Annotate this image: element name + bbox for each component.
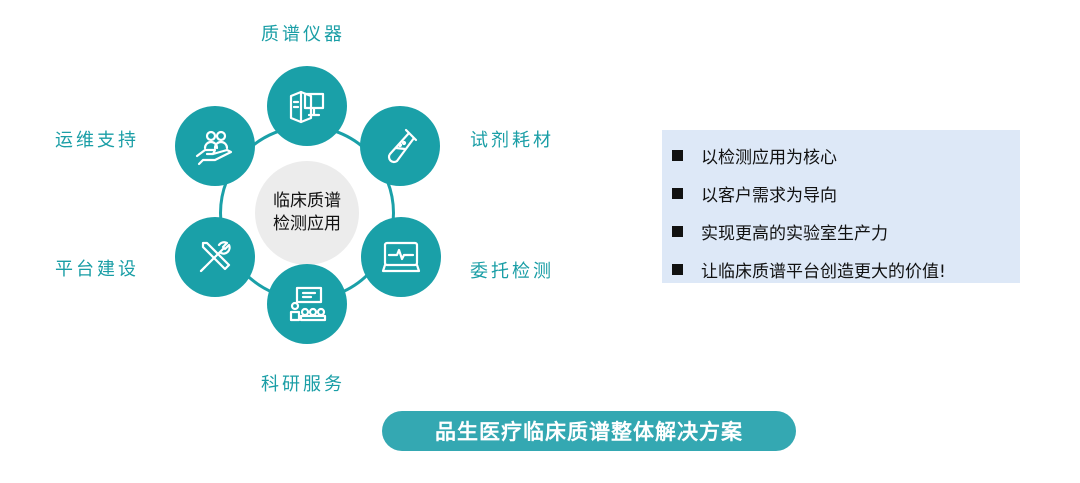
label-platform: 平台建设 [55, 259, 139, 280]
solution-banner: 品生医疗临床质谱整体解决方案 [382, 411, 796, 451]
presentation-audience-icon [289, 286, 327, 322]
key-point-text: 实现更高的实验室生产力 [701, 223, 888, 244]
key-point: 以客户需求为导向 [672, 174, 1020, 212]
center-title-line2: 检测应用 [273, 214, 341, 234]
node-research [267, 264, 347, 344]
label-reagents: 试剂耗材 [470, 130, 554, 151]
bullet-square-icon [672, 187, 683, 199]
tools-icon [199, 241, 231, 273]
label-instrument: 质谱仪器 [261, 24, 345, 45]
key-points-box: 以检测应用为核心 以客户需求为导向 实现更高的实验室生产力 让临床质谱平台创造更… [662, 130, 1020, 283]
key-point: 以检测应用为核心 [672, 136, 1020, 174]
bullet-square-icon [672, 263, 683, 275]
computer-icon [289, 90, 325, 124]
node-instrument [267, 66, 347, 146]
test-tube-icon [387, 128, 418, 164]
node-maintenance [175, 106, 255, 186]
bullet-square-icon [672, 225, 683, 237]
bullet-square-icon [672, 149, 683, 161]
key-point-text: 以客户需求为导向 [701, 185, 837, 206]
key-point: 让临床质谱平台创造更大的价值! [672, 250, 1020, 288]
node-outsourced-testing [361, 217, 441, 297]
key-point: 实现更高的实验室生产力 [672, 212, 1020, 250]
node-platform [175, 217, 255, 297]
label-research: 科研服务 [261, 374, 345, 395]
center-circle: 临床质谱 检测应用 [255, 161, 359, 265]
monitor-heartbeat-icon [381, 241, 421, 273]
center-title-line1: 临床质谱 [273, 191, 341, 211]
label-maintenance: 运维支持 [55, 130, 139, 151]
key-point-text: 以检测应用为核心 [701, 147, 837, 168]
key-point-text: 让临床质谱平台创造更大的价值! [701, 261, 946, 282]
hand-people-icon [195, 130, 233, 166]
label-outsourced-testing: 委托检测 [470, 261, 554, 282]
node-reagents [360, 106, 440, 186]
